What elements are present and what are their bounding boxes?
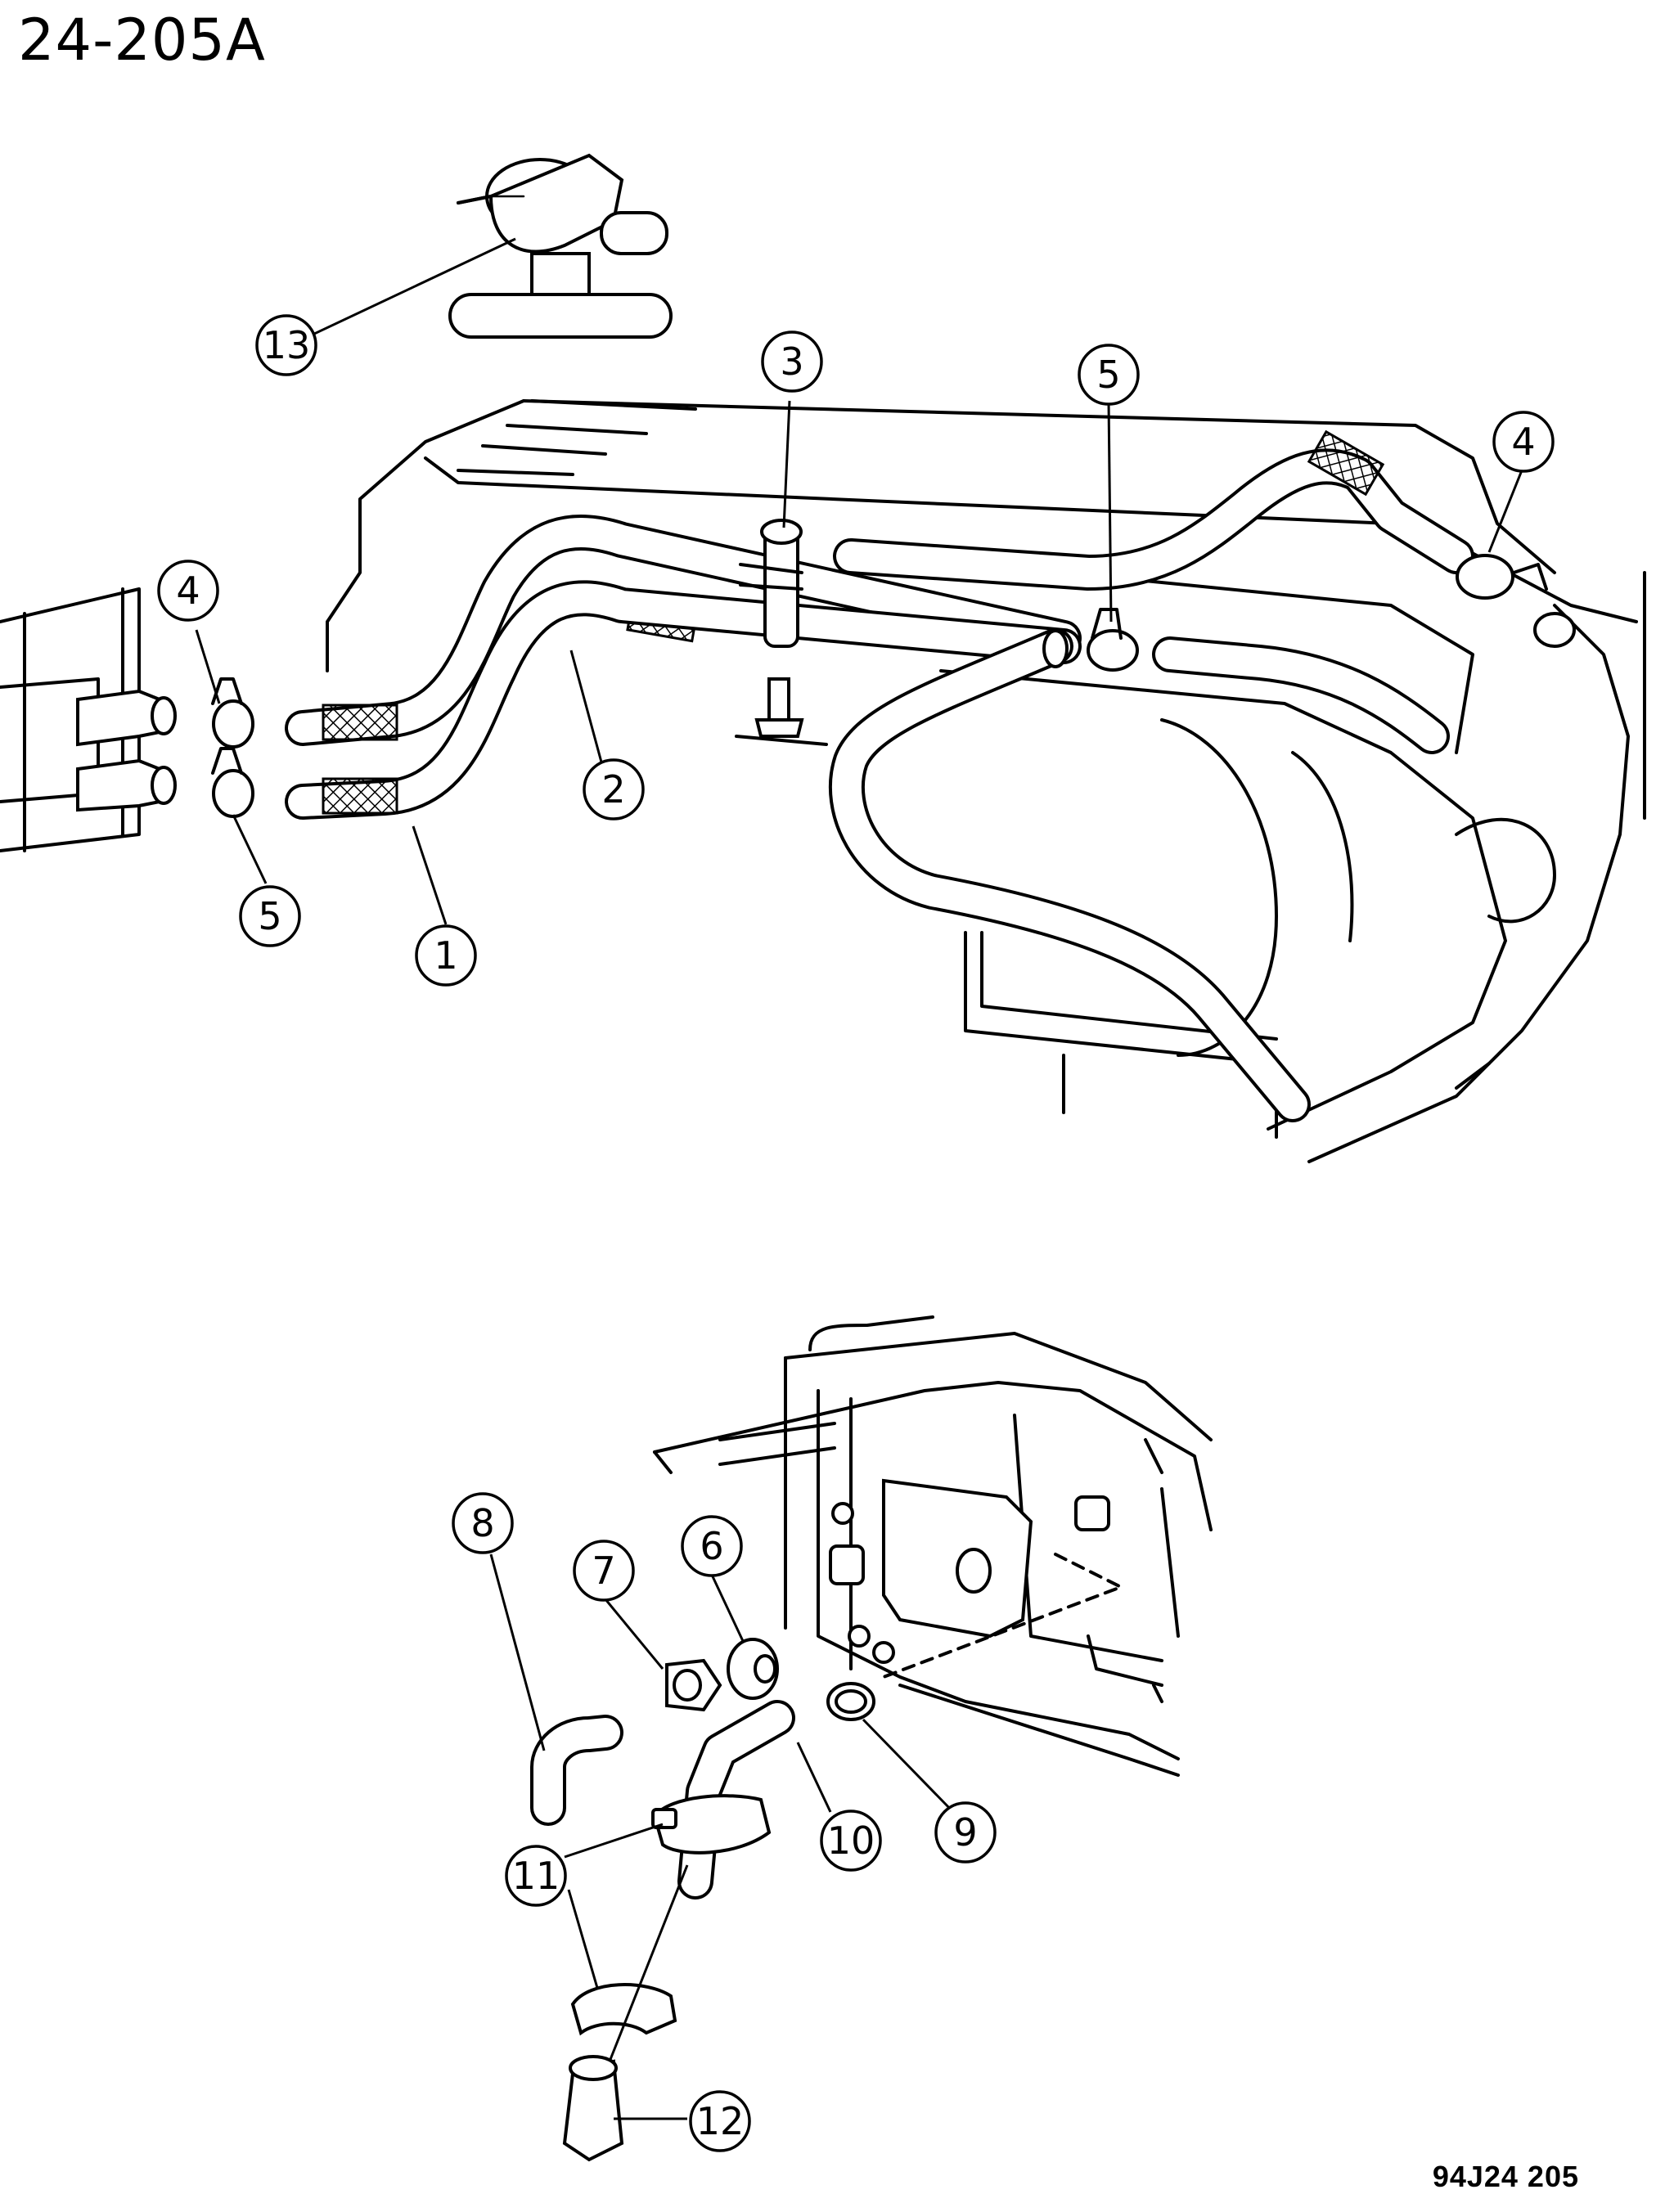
fitting-7 (665, 1658, 722, 1712)
callout-5-left: 5 (239, 885, 301, 947)
svg-text:4: 4 (176, 569, 200, 613)
svg-text:7: 7 (592, 1549, 615, 1593)
callout-12: 12 (689, 2090, 751, 2152)
callout-5-top: 5 (1078, 344, 1140, 406)
hose-clamp-4-right (1456, 554, 1576, 648)
callout-4-left: 4 (157, 560, 219, 622)
svg-text:10: 10 (827, 1819, 875, 1863)
callout-13: 13 (255, 314, 317, 376)
figure-code: 94J24 205 (1432, 2160, 1579, 2193)
engine-cover-ribs (457, 399, 697, 476)
svg-text:8: 8 (470, 1501, 494, 1545)
callout-9: 9 (934, 1801, 997, 1864)
leader-lines (195, 237, 1525, 2120)
callout-4-right: 4 (1492, 411, 1555, 473)
svg-text:9: 9 (953, 1810, 977, 1855)
elbow-hose-8 (530, 1715, 623, 1826)
grommet-6 (727, 1638, 779, 1700)
engine-block-upper (326, 399, 1646, 1163)
callout-2: 2 (583, 758, 645, 821)
svg-text:4: 4 (1511, 420, 1535, 464)
svg-text:6: 6 (700, 1524, 723, 1568)
hose-clamp-5-left (211, 747, 254, 818)
callout-11: 11 (505, 1845, 567, 1907)
callout-7: 7 (573, 1540, 635, 1602)
svg-text:13: 13 (263, 323, 311, 367)
heater-hose-1 (285, 580, 1082, 820)
mounting-bolt (735, 677, 828, 746)
svg-text:11: 11 (512, 1854, 560, 1898)
svg-text:3: 3 (780, 339, 803, 384)
svg-text:2: 2 (601, 767, 625, 812)
svg-text:5: 5 (258, 894, 281, 938)
hose-clamp-5-right (1042, 608, 1139, 672)
clamp-9 (826, 1682, 875, 1721)
figure-id: 24-205A (18, 7, 266, 74)
hose-bracket-3 (739, 519, 803, 648)
callout-6: 6 (681, 1515, 743, 1577)
return-hose (833, 429, 1474, 591)
hose-clamp-4-left (211, 677, 254, 749)
lower-radiator-hose (828, 628, 1450, 1122)
svg-text:5: 5 (1096, 353, 1120, 397)
clamp-11-upper (651, 1794, 772, 1855)
callout-1: 1 (415, 924, 477, 987)
svg-text:12: 12 (696, 2099, 745, 2143)
plug-12 (562, 2055, 624, 2162)
svg-text:1: 1 (434, 933, 457, 978)
clamp-11-lower (570, 1983, 677, 2036)
engine-block-lower (653, 1315, 1213, 1777)
callout-8: 8 (452, 1492, 514, 1554)
callout-10: 10 (820, 1810, 882, 1872)
heater-water-valve (448, 153, 673, 339)
callout-3: 3 (761, 330, 823, 393)
heater-core (0, 587, 177, 852)
